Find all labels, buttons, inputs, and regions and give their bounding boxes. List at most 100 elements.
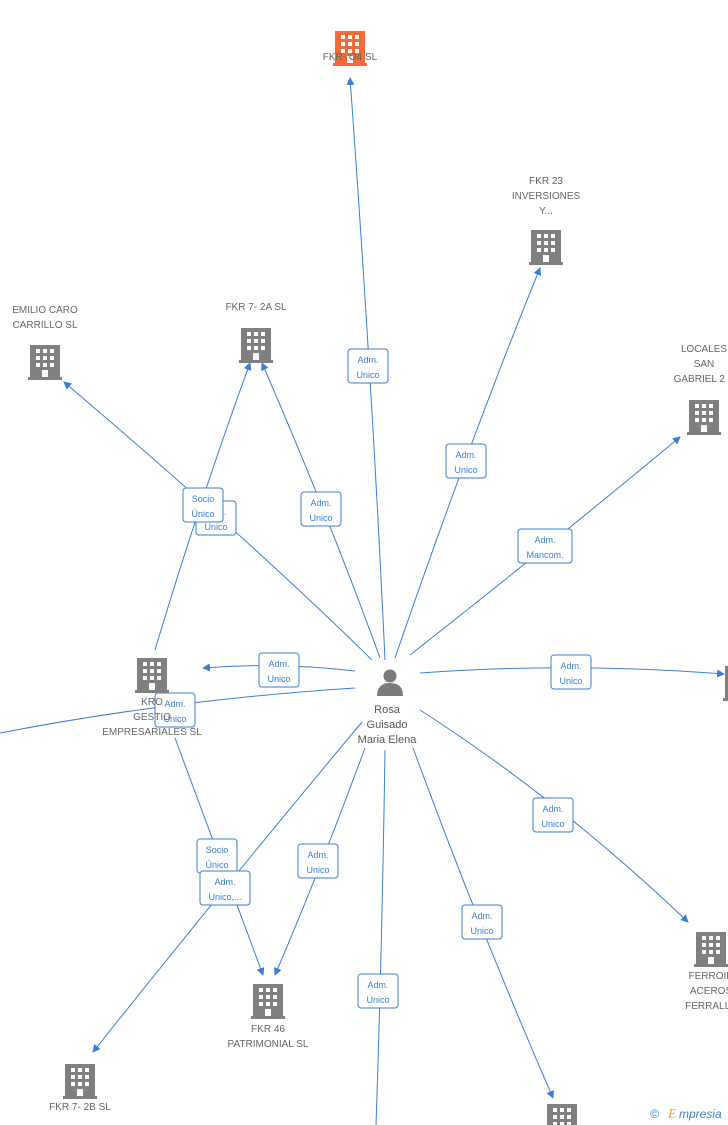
- building-icon: [135, 658, 169, 693]
- company-name-line: KRO: [141, 697, 163, 708]
- relation-box-border: [347, 348, 389, 384]
- relation-label-box[interactable]: Adm.Unico: [154, 692, 196, 728]
- relation-box-border: [550, 654, 592, 690]
- relation-label-box[interactable]: Adm.Unico: [297, 843, 339, 879]
- relation-label-line: Adm.: [268, 659, 289, 669]
- relation-label-line: Adm.: [542, 804, 563, 814]
- relation-label-line: Socio: [192, 494, 215, 504]
- relation-label-line: Unico,...: [208, 892, 241, 902]
- company-node[interactable]: LOCALES SAN GABRIEL 2 S: [674, 344, 728, 435]
- building-icon: [529, 230, 563, 265]
- relation-label-line: Unico: [163, 714, 186, 724]
- company-node[interactable]: FKR 23INVERSIONESY...: [512, 176, 581, 265]
- building-icon: [63, 1064, 97, 1099]
- company-name-line: FERRALLA: [685, 1001, 728, 1012]
- relation-label-box[interactable]: Adm. Unico: [550, 654, 592, 690]
- relation-label-line: Unico: [356, 370, 379, 380]
- center-person-node[interactable]: Rosa Guisado Maria Elena: [358, 669, 418, 747]
- company-node[interactable]: FERROIN ACEROS FERRALLA: [685, 932, 728, 1012]
- relation-label-line: Unico: [541, 819, 564, 829]
- relation-label-line: Socio: [206, 845, 229, 855]
- company-node[interactable]: FKR 7- 2A SL: [225, 302, 287, 363]
- company-node[interactable]: EMILIO CARO CARRILLO SL: [12, 305, 78, 380]
- building-icon: [545, 1104, 579, 1125]
- center-person-name-line: Rosa: [374, 704, 401, 716]
- relation-label-line: Adm.: [534, 535, 555, 545]
- company-node[interactable]: KRO GESTIO EMPRESARIALES SL: [102, 658, 202, 738]
- company-node[interactable]: FKR 7- 2B SL: [49, 1064, 111, 1113]
- relation-box-border: [258, 652, 300, 688]
- copyright-symbol: ©: [650, 1107, 659, 1121]
- edges-layer: [0, 77, 725, 1125]
- building-icon: [251, 984, 285, 1019]
- relation-label-box[interactable]: Adm.Unico: [461, 904, 503, 940]
- building-icon: [239, 328, 273, 363]
- company-name-line: FKR 7- 2A SL: [225, 302, 287, 313]
- person-icon: [377, 669, 403, 696]
- relation-box-border: [300, 491, 342, 527]
- building-icon: [28, 345, 62, 380]
- company-name-line: GESTIO: [133, 712, 171, 723]
- company-name-line: FKR- O4 SL: [323, 52, 378, 63]
- company-node[interactable]: FKR- O4 SL: [323, 31, 378, 66]
- building-icon: [694, 932, 728, 967]
- relation-label-box[interactable]: Adm. Unico: [258, 652, 300, 688]
- watermark-initial: E: [667, 1107, 677, 1122]
- empresia-watermark: © E mpresia: [650, 1107, 722, 1122]
- relation-label-box[interactable]: Adm. Unico: [357, 973, 399, 1009]
- company-name-line: LOCALES: [681, 344, 727, 355]
- relation-label-line: Adm.: [455, 450, 476, 460]
- relation-box-border: [532, 797, 574, 833]
- company-name-line: FKR 7- 2B SL: [49, 1102, 111, 1113]
- relation-label-box[interactable]: Adm. Unico: [347, 348, 389, 384]
- relation-label-line: Unico: [267, 674, 290, 684]
- company-name-line: EMPRESARIALES SL: [102, 727, 202, 738]
- relation-box-border: [297, 843, 339, 879]
- relation-box-border: [182, 487, 224, 523]
- company-name-line: FKR 46: [251, 1024, 285, 1035]
- company-name-line: SAN: [694, 359, 715, 370]
- relation-box-border: [517, 528, 573, 564]
- relation-label-line: Adm.: [214, 877, 235, 887]
- relation-label-line: Adm.: [471, 911, 492, 921]
- company-node[interactable]: M: [723, 666, 728, 728]
- relation-box-border: [154, 692, 196, 728]
- relation-label-line: Unico: [454, 465, 477, 475]
- company-name-line: CARRILLO SL: [12, 320, 77, 331]
- company-name-line: ACEROS: [690, 986, 728, 997]
- relation-label-line: Unico: [366, 995, 389, 1005]
- relation-label-line: Único: [191, 509, 214, 519]
- relation-box-border: [445, 443, 487, 479]
- relation-label-line: Unico: [309, 513, 332, 523]
- company-name-line: GABRIEL 2 S: [674, 374, 728, 385]
- relation-label-box[interactable]: Adm. Unico: [532, 797, 574, 833]
- watermark-text: mpresia: [679, 1107, 722, 1121]
- company-name-line: FERROIN: [689, 971, 728, 982]
- relation-label-line: Unico: [306, 865, 329, 875]
- center-person-name-line: Maria Elena: [358, 734, 418, 746]
- company-node[interactable]: FKR 46 PATRIMONIAL SL: [228, 984, 309, 1050]
- company-node[interactable]: [545, 1104, 579, 1125]
- relation-label-box[interactable]: Adm. Unico,...: [199, 870, 251, 906]
- relation-box-border: [461, 904, 503, 940]
- company-name-line: FKR 23: [529, 176, 563, 187]
- relation-label-box[interactable]: Adm. Unico: [300, 491, 342, 527]
- relation-label-box[interactable]: Adm.Mancom.: [517, 528, 573, 564]
- relation-label-line: Adm.: [310, 498, 331, 508]
- relation-box-border: [357, 973, 399, 1009]
- relation-label-line: Adm.: [367, 980, 388, 990]
- relation-label-line: Adm.: [357, 355, 378, 365]
- relation-label-box[interactable]: Adm. Unico: [445, 443, 487, 479]
- company-name-line: INVERSIONES: [512, 191, 581, 202]
- company-name-line: EMILIO CARO: [12, 305, 78, 316]
- relation-label-line: Único: [205, 860, 228, 870]
- relation-label-line: Adm.: [560, 661, 581, 671]
- relation-label-line: Unico: [559, 676, 582, 686]
- company-name-line: PATRIMONIAL SL: [228, 1039, 309, 1050]
- center-person-name-line: Guisado: [367, 719, 408, 731]
- building-icon: [723, 666, 728, 701]
- relation-box-border: [199, 870, 251, 906]
